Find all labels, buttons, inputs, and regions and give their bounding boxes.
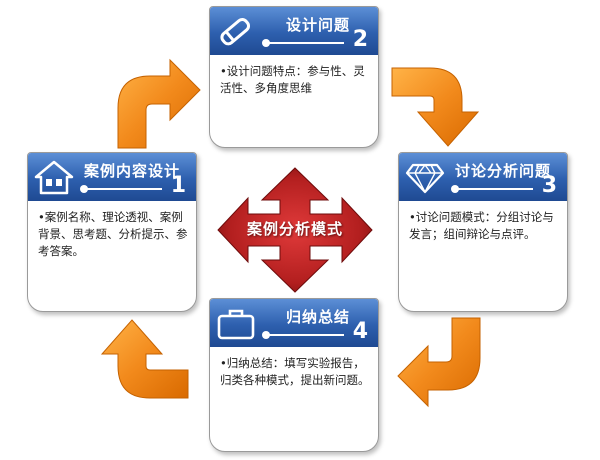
- header-dot: [262, 331, 270, 339]
- header-rule: [84, 188, 162, 190]
- step-number: 2: [352, 27, 368, 52]
- house-icon: [34, 160, 74, 195]
- step-text: •案例名称、理论透视、案例背景、思考题、分析提示、参考答案。: [38, 210, 188, 258]
- center-four-way-arrow: [217, 167, 373, 293]
- header-dot: [80, 185, 88, 193]
- step-number: 4: [352, 319, 368, 344]
- pencil-icon: [220, 17, 251, 46]
- step-text: •设计问题特点：参与性、灵活性、多角度思维: [220, 64, 365, 95]
- briefcase-icon: [217, 309, 255, 340]
- header-rule: [266, 334, 344, 336]
- arrow-4-to-1: [100, 319, 189, 399]
- step-card-2: 设计问题 2 •设计问题特点：参与性、灵活性、多角度思维: [209, 6, 379, 148]
- step-card-header: 归纳总结 4: [210, 299, 378, 347]
- step-text: •讨论问题模式：分组讨论与发言；组间辩论与点评。: [409, 210, 554, 241]
- header-dot: [451, 185, 459, 193]
- center-label: 案例分析模式: [246, 220, 343, 238]
- step-text: •归纳总结：填写实验报告，归类各种模式，提出新问题。: [220, 356, 370, 387]
- step-card-header: 设计问题 2: [210, 7, 378, 55]
- step-title: 讨论分析问题: [455, 162, 552, 180]
- step-card-header: 案例内容设计 1: [28, 153, 196, 201]
- step-card-header: 讨论分析问题 3: [399, 153, 567, 201]
- arrow-1-to-2: [117, 58, 201, 149]
- step-title: 案例内容设计: [84, 162, 181, 180]
- step-card-4: 归纳总结 4 •归纳总结：填写实验报告，归类各种模式，提出新问题。: [209, 298, 379, 452]
- arrow-2-to-3: [391, 67, 480, 147]
- step-title: 设计问题: [286, 16, 351, 34]
- header-rule: [455, 188, 533, 190]
- step-card-1: 案例内容设计 1 •案例名称、理论透视、案例背景、思考题、分析提示、参考答案。: [27, 152, 197, 312]
- arrow-3-to-4: [397, 317, 481, 408]
- header-dot: [262, 39, 270, 47]
- step-number: 1: [170, 173, 186, 198]
- diamond-icon: [405, 163, 445, 194]
- step-card-3: 讨论分析问题 3 •讨论问题模式：分组讨论与发言；组间辩论与点评。: [398, 152, 568, 312]
- step-title: 归纳总结: [286, 308, 351, 326]
- step-number: 3: [541, 173, 557, 198]
- header-rule: [266, 42, 344, 44]
